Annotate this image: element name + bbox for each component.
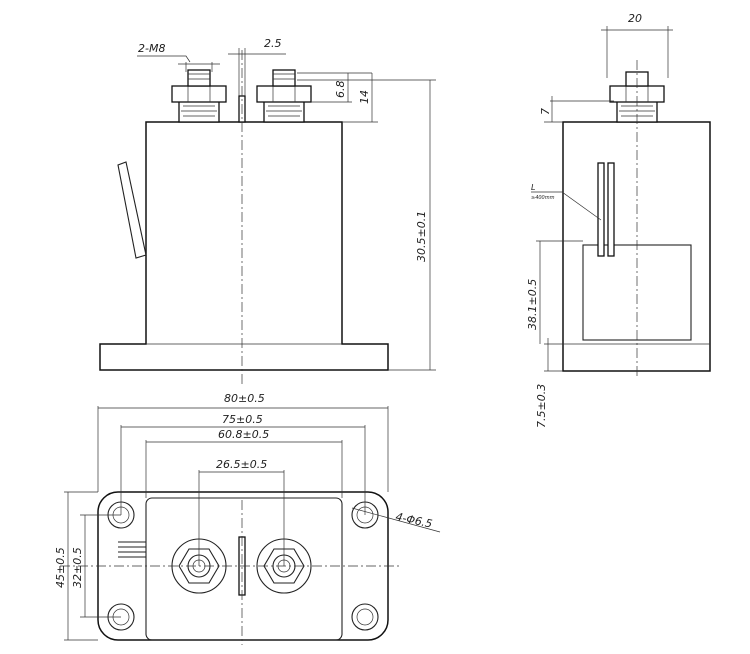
label-hole-spacing: 75±0.5 <box>222 413 263 426</box>
label-terminal-spacing: 26.5±0.5 <box>216 458 267 471</box>
side-view: 20 7 L ≥400mm <box>526 12 711 428</box>
side-body-outline <box>562 121 711 372</box>
label-thread: 2-M8 <box>138 42 165 55</box>
label-gap: 2.5 <box>264 37 282 50</box>
front-view: 2-M8 2.5 6.8 14 30.5±0.1 <box>99 37 436 385</box>
label-lead: L <box>531 183 535 192</box>
label-holes: 4-Φ6.5 <box>394 510 433 530</box>
label-lead-spec: ≥400mm <box>531 195 555 201</box>
label-base-height: 7.5±0.3 <box>535 384 548 428</box>
front-terminal-right <box>256 69 312 123</box>
top-view: 80±0.5 75±0.5 60.8±0.5 26.5±0.5 4-Φ6.5 4… <box>54 392 441 645</box>
side-terminal <box>609 71 665 123</box>
top-body-outline <box>145 497 343 641</box>
label-body-height: 38.1±0.5 <box>526 279 539 330</box>
front-terminal-left <box>171 69 227 123</box>
label-side-width: 20 <box>628 12 642 25</box>
label-stud-height: 14 <box>358 90 371 104</box>
label-overall-width: 80±0.5 <box>224 392 265 405</box>
label-nut-height: 6.8 <box>334 81 347 99</box>
side-lead-wires <box>597 162 615 257</box>
front-body-outline <box>99 121 389 371</box>
label-inner-width: 60.8±0.5 <box>218 428 269 441</box>
label-total-height: 30.5±0.1 <box>415 211 428 262</box>
label-depth-outer: 45±0.5 <box>54 547 67 588</box>
label-depth-holes: 32±0.5 <box>71 547 84 588</box>
label-side-offset: 7 <box>539 108 552 115</box>
front-lead-wire <box>117 161 147 259</box>
top-lead-wires <box>118 541 146 558</box>
